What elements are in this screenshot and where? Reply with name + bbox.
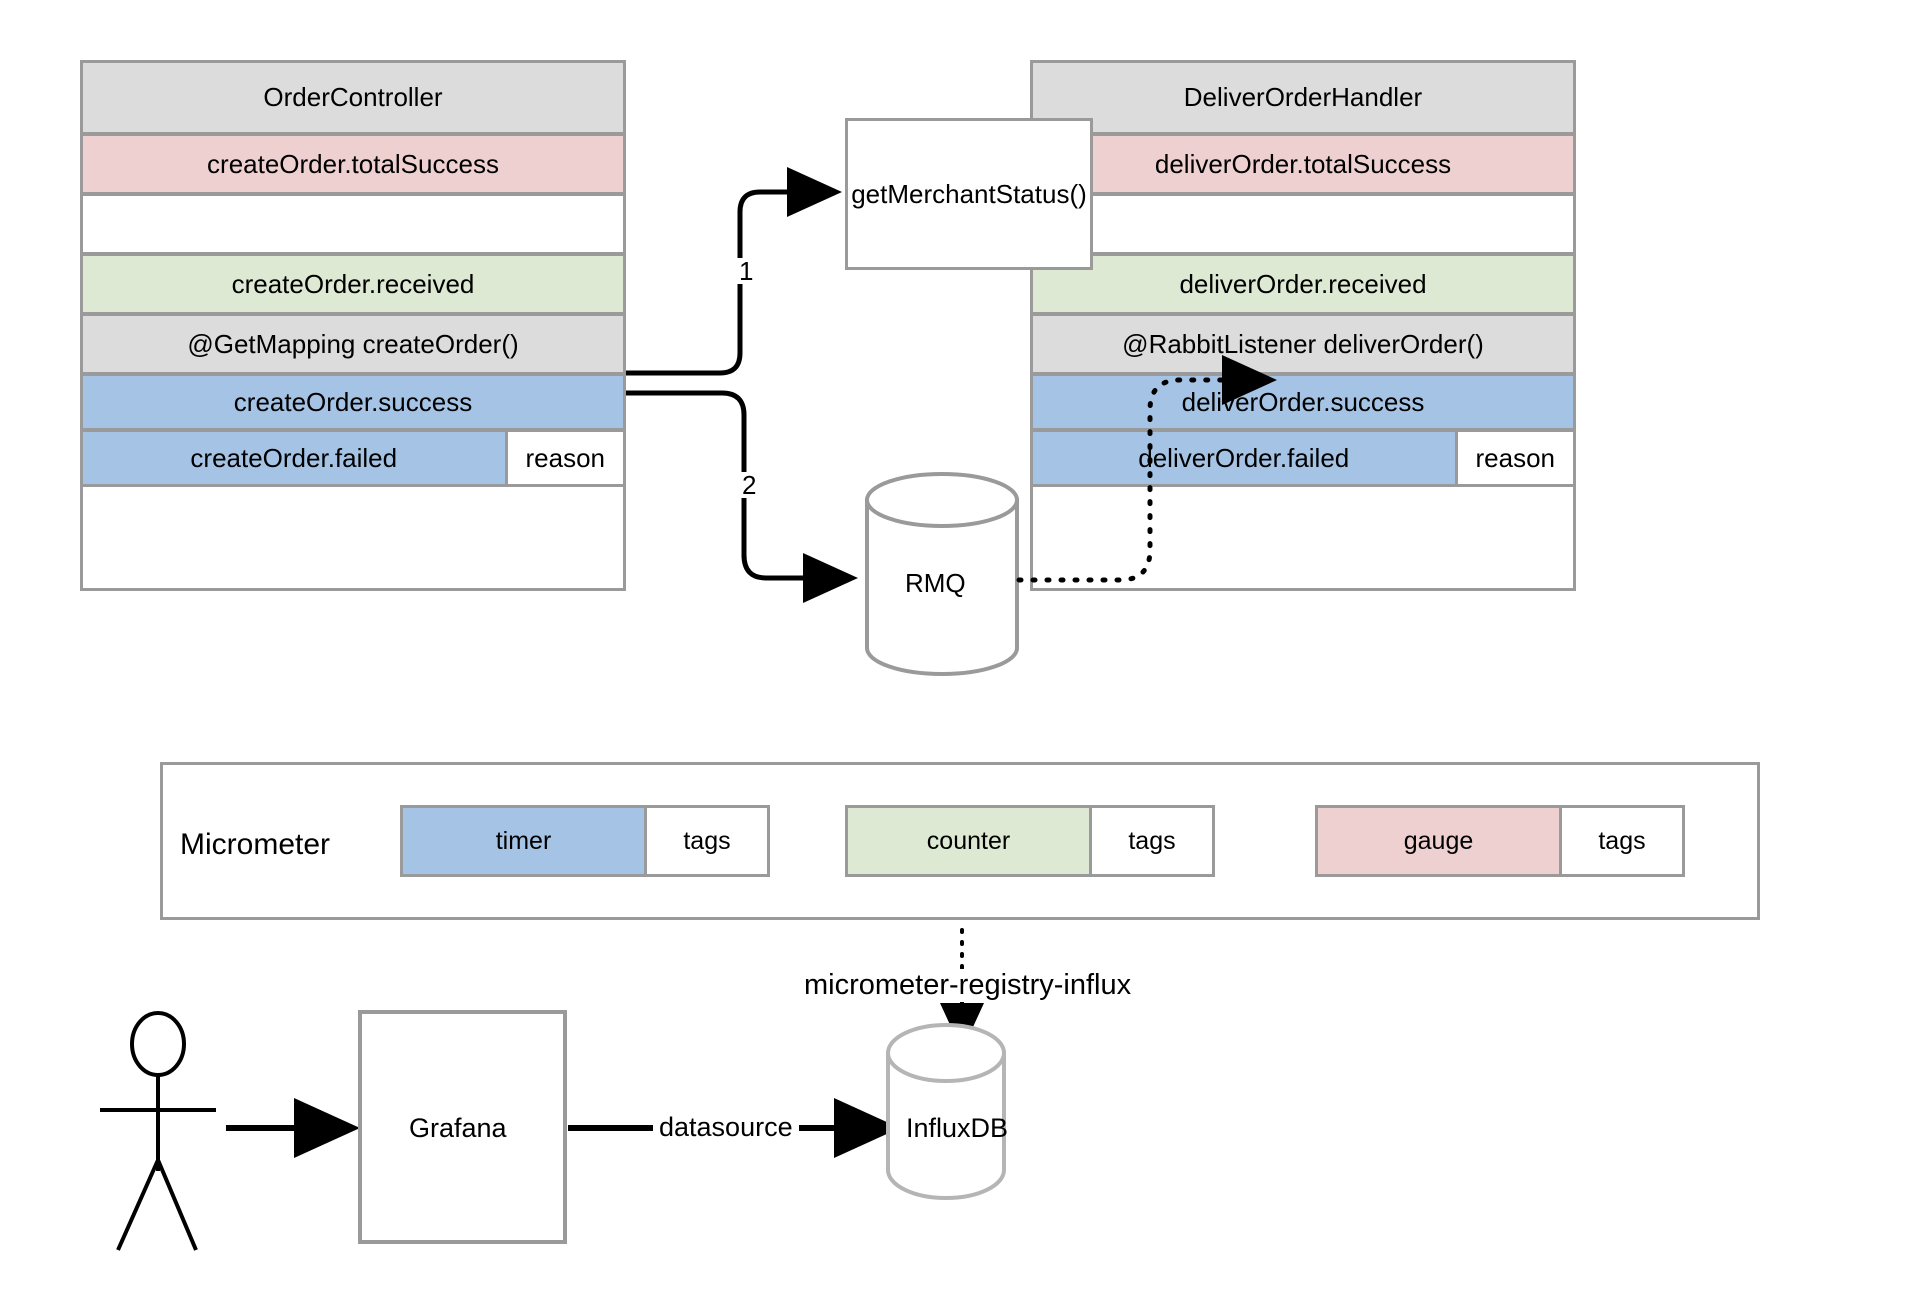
left-row-failed-label: createOrder.failed [190, 442, 398, 473]
micrometer-chip-counter-label: counter [848, 808, 1089, 874]
order-controller-title: OrderController [263, 82, 443, 112]
left-row-received-label: createOrder.received [231, 268, 475, 299]
left-row-received: createOrder.received [80, 253, 626, 315]
influxdb-cylinder [886, 1023, 1006, 1200]
micrometer-chip-timer-tags: tags [644, 808, 767, 874]
right-row-received-label: deliverOrder.received [1179, 268, 1427, 299]
micrometer-chip-gauge-label: gauge [1318, 808, 1559, 874]
micrometer-chip-counter: counter tags [845, 805, 1215, 877]
edge-2-create-to-rmq [626, 390, 858, 603]
grafana-box-shape [358, 1010, 567, 1244]
micrometer-chip-counter-tags: tags [1089, 808, 1212, 874]
left-row-failed: createOrder.failed reason [80, 429, 626, 487]
micrometer-chip-gauge-tags: tags [1559, 808, 1682, 874]
left-row-success-label: createOrder.success [233, 386, 473, 417]
left-row-success: createOrder.success [80, 373, 626, 431]
left-row-method: @GetMapping createOrder() [80, 313, 626, 375]
left-row-total-success: createOrder.totalSuccess [80, 133, 626, 195]
user-actor-icon [100, 1011, 216, 1251]
left-row-method-label: @GetMapping createOrder() [187, 328, 519, 359]
micrometer-chip-gauge: gauge tags [1315, 805, 1685, 877]
edge-rmq-to-rabbit-listener [1016, 355, 1277, 583]
get-merchant-status-label: getMerchantStatus() [851, 178, 1087, 209]
order-controller-class-box: OrderController createOrder.totalSuccess… [80, 60, 626, 591]
micrometer-chip-timer-label: timer [403, 808, 644, 874]
edge-1-create-to-merchant [626, 167, 842, 376]
grafana-label: Grafana [409, 1113, 507, 1143]
deliver-order-handler-title-row: DeliverOrderHandler [1030, 60, 1576, 135]
rmq-label: RMQ [905, 568, 966, 598]
right-row-method-label: @RabbitListener deliverOrder() [1122, 328, 1484, 359]
left-row-total-success-label: createOrder.totalSuccess [207, 148, 499, 179]
micrometer-chip-timer: timer tags [400, 805, 770, 877]
right-row-failed-tag: reason [1454, 432, 1573, 484]
rmq-cylinder [865, 472, 1019, 676]
edge-2-number-label: 2 [739, 472, 760, 498]
right-row-failed: deliverOrder.failed reason [1030, 429, 1576, 487]
right-row-received: deliverOrder.received [1030, 253, 1576, 315]
right-row-success: deliverOrder.success [1030, 373, 1576, 431]
deliver-order-handler-title: DeliverOrderHandler [1183, 82, 1423, 112]
influxdb-label: InfluxDB [906, 1113, 1009, 1143]
micrometer-title: Micrometer [180, 828, 331, 861]
left-row-failed-tag: reason [504, 432, 623, 484]
order-controller-title-row: OrderController [80, 60, 626, 135]
micrometer-registry-influx-label: micrometer-registry-influx [798, 969, 1138, 1002]
datasource-label: datasource [653, 1112, 799, 1143]
right-row-failed-label: deliverOrder.failed [1138, 442, 1350, 473]
get-merchant-status-box: getMerchantStatus() [845, 118, 1093, 270]
right-row-total-success-label: deliverOrder.totalSuccess [1154, 148, 1452, 179]
edge-1-number-label: 1 [736, 258, 757, 284]
deliver-order-handler-class-box: DeliverOrderHandler deliverOrder.totalSu… [1030, 60, 1576, 591]
